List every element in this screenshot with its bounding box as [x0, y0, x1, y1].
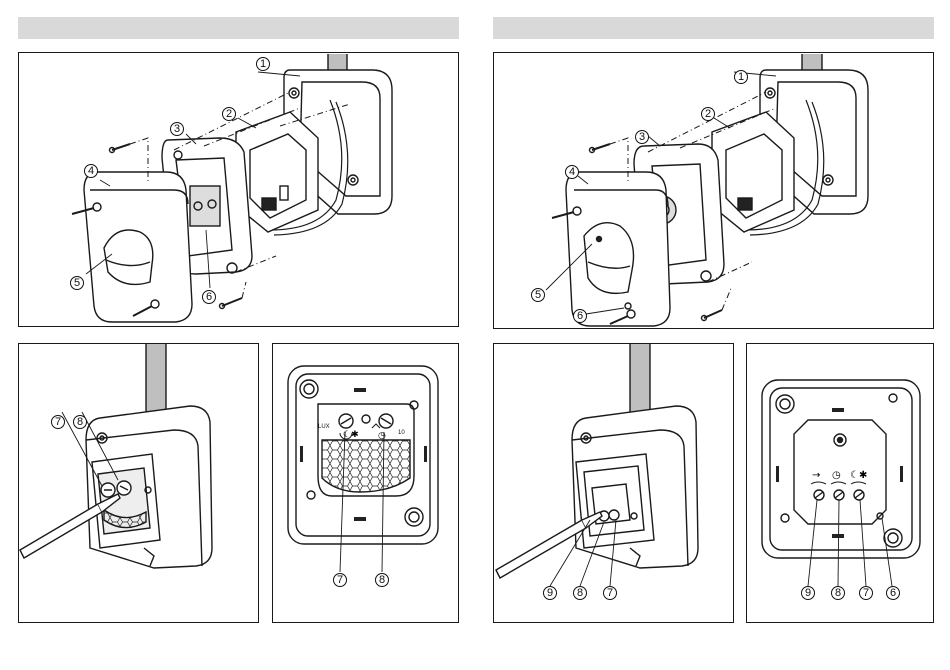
callout-2: 2	[226, 108, 232, 120]
clock-icon: ◷	[832, 470, 841, 481]
callout-7: 7	[607, 587, 613, 599]
callout-6: 6	[206, 291, 212, 303]
callout-8: 8	[379, 574, 385, 586]
callouts-panel-5: 9 8 7	[544, 587, 617, 600]
callout-5: 5	[74, 277, 80, 289]
callout-4: 4	[569, 166, 575, 178]
callouts-panel-6: 9 8 7 6	[802, 587, 900, 600]
callout-3: 3	[639, 131, 645, 143]
callout-4: 4	[88, 165, 94, 177]
lux-label: LUX	[318, 424, 330, 430]
adjustment-view-right	[496, 344, 698, 586]
callout-8: 8	[577, 587, 583, 599]
time-label: 10	[398, 430, 405, 436]
callout-8: 8	[835, 587, 841, 599]
callout-6: 6	[577, 310, 583, 322]
adjustment-view-left	[20, 344, 212, 568]
callout-3: 3	[174, 123, 180, 135]
callout-7: 7	[55, 416, 61, 428]
moon-sun-icon: ☾✱	[343, 430, 359, 440]
exploded-view-left	[72, 54, 392, 322]
callout-8: 8	[77, 416, 83, 428]
callout-1: 1	[738, 71, 744, 83]
callout-6: 6	[890, 587, 896, 599]
callout-7: 7	[863, 587, 869, 599]
callout-7: 7	[337, 574, 343, 586]
exploded-view-right	[546, 54, 868, 326]
front-view-right	[762, 380, 920, 586]
front-view-left	[288, 366, 438, 572]
clock-icon: ◷	[378, 431, 386, 441]
callouts-panel-4: 7 8	[334, 574, 389, 587]
lens	[104, 230, 153, 284]
callout-2: 2	[705, 108, 711, 120]
callouts-panel-3: 7 8	[52, 416, 87, 429]
callout-1: 1	[260, 58, 266, 70]
arrow-icon: →	[812, 470, 820, 481]
callout-9: 9	[805, 587, 811, 599]
callout-5: 5	[535, 289, 541, 301]
moon-sun-icon: ☾✱	[850, 470, 867, 481]
callout-9: 9	[547, 587, 553, 599]
